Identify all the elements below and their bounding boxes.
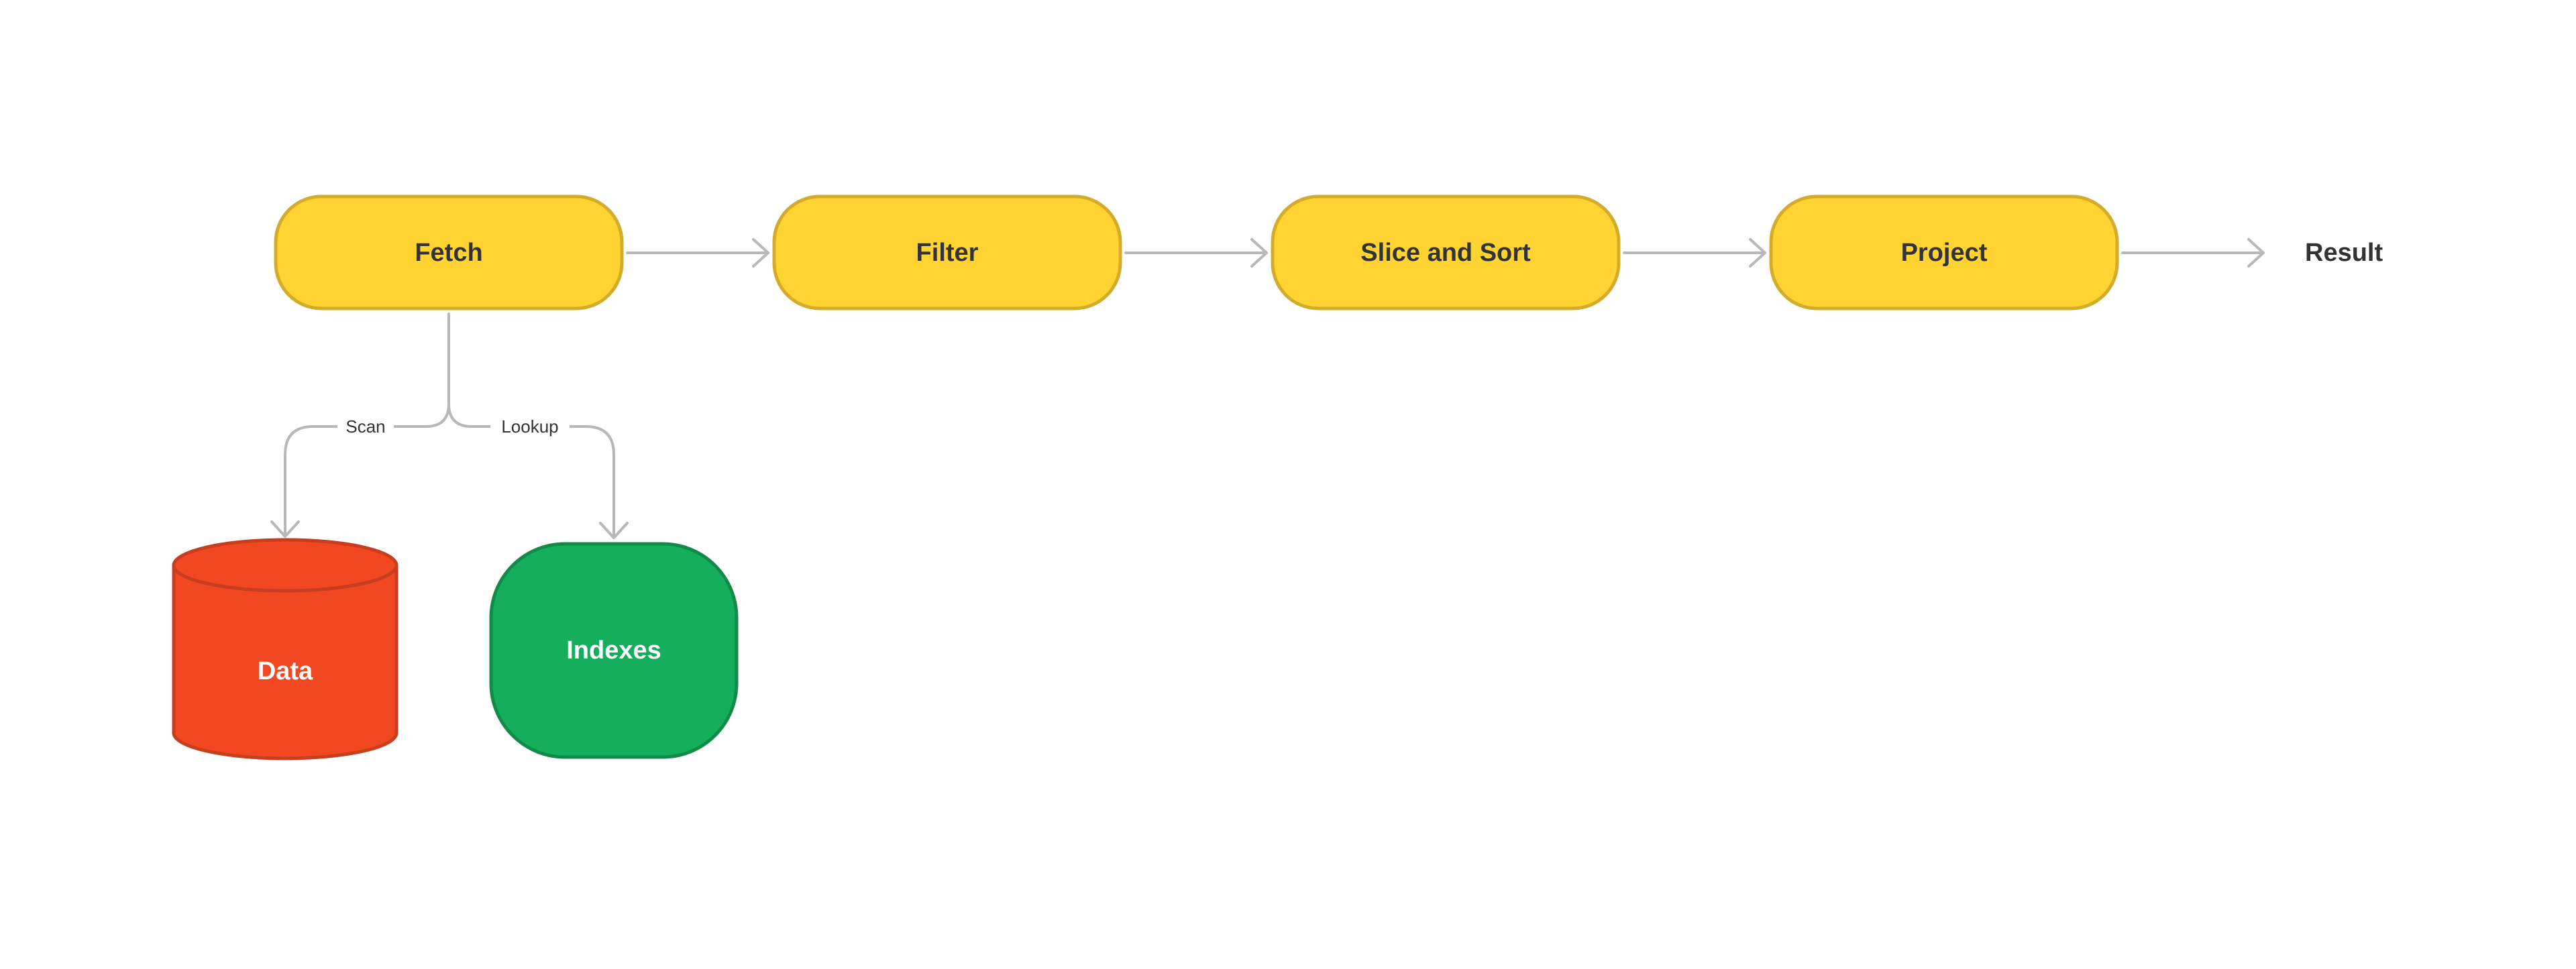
node-fetch-shape [274,194,624,310]
edge-label-scan: Scan [345,416,385,437]
edge-project-to-result [2121,238,2265,268]
node-data[interactable]: Data [172,538,398,760]
node-fetch-label: Fetch [415,239,482,267]
edge-label-lookup-bg [490,414,570,439]
edge-slice-and-sort-to-project [1623,238,1766,268]
node-slice-and-sort-label: Slice and Sort [1360,239,1531,267]
node-project[interactable]: Project [1769,194,2119,310]
edge-label-lookup: Lookup [501,416,558,437]
node-indexes-label: Indexes [566,636,661,665]
node-result-label[interactable]: Result [2305,239,2383,267]
node-slice-and-sort-shape [1271,194,1621,310]
node-filter-shape [772,194,1122,310]
edge-fetch-to-indexes [447,402,629,539]
node-slice-and-sort[interactable]: Slice and Sort [1271,194,1621,310]
node-project-label: Project [1901,239,1988,267]
edge-fetch-to-data [270,312,450,538]
edge-fetch-to-filter [626,238,769,268]
node-fetch[interactable]: Fetch [274,194,624,310]
node-project-shape [1769,194,2119,310]
node-data-cylinder-top [172,538,398,593]
node-filter-label: Filter [916,239,979,267]
node-filter[interactable]: Filter [772,194,1122,310]
node-indexes[interactable]: Indexes [489,542,739,759]
node-data-label: Data [258,657,313,685]
edge-label-scan-bg [337,414,394,439]
edge-filter-to-slice-and-sort [1124,238,1268,268]
node-data-cylinder-body [172,563,398,760]
node-indexes-shape [489,542,739,759]
